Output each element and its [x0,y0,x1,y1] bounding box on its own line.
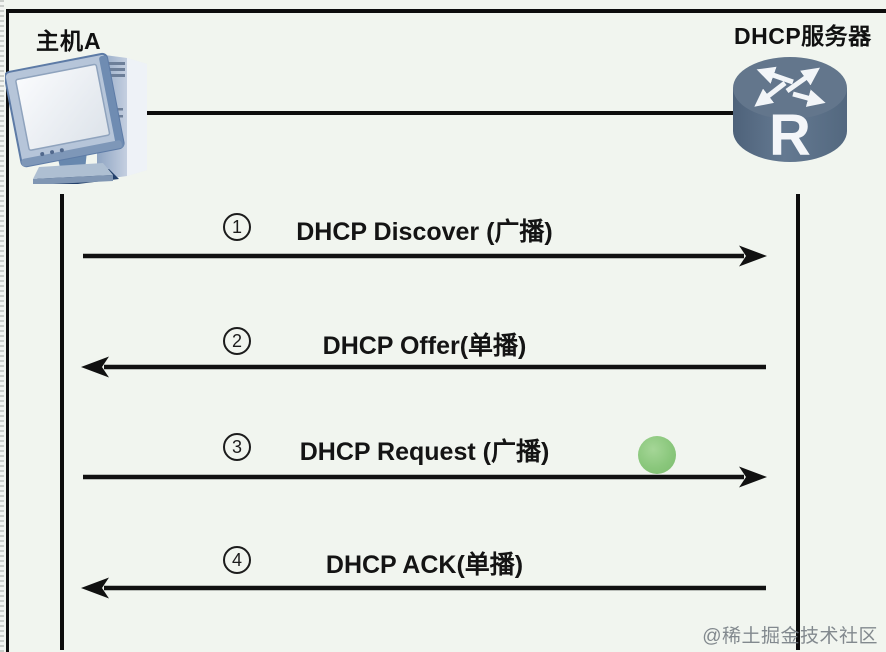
left-edge-texture [0,0,4,652]
frame-border-top [6,9,886,13]
network-link-line [140,111,740,115]
step-number-2: 2 [223,327,251,355]
arrow-discover-right [83,245,767,267]
step-number-4-text: 4 [231,549,242,570]
router-arrows-glyph [754,66,826,107]
step-number-4: 4 [223,546,251,574]
arrow-request-right [83,466,767,488]
host-computer-icon [5,52,147,184]
host-label: 主机A [36,28,102,54]
message-label-offer: DHCP Offer(单播) [322,332,527,360]
step-number-2-text: 2 [231,330,242,351]
arrow-ack-left [81,577,766,599]
frame-border-left [6,9,9,652]
step-number-3: 3 [223,433,251,461]
watermark: @稀土掘金技术社区 [702,626,878,647]
message-label-discover: DHCP Discover (广播) [296,218,553,246]
message-label-request: DHCP Request (广播) [299,438,550,466]
router-letter: R [769,103,811,168]
step-number-1: 1 [223,213,251,241]
step-number-1-text: 1 [231,216,242,237]
dhcp-server-label: DHCP服务器 [734,23,872,49]
green-marker-dot [638,436,676,474]
dhcp-server-router-icon: R [733,57,847,168]
host-lifeline [60,194,64,650]
arrow-offer-left [81,356,766,378]
message-label-ack: DHCP ACK(单播) [325,551,524,579]
server-lifeline [796,194,800,650]
step-number-3-text: 3 [231,436,242,457]
